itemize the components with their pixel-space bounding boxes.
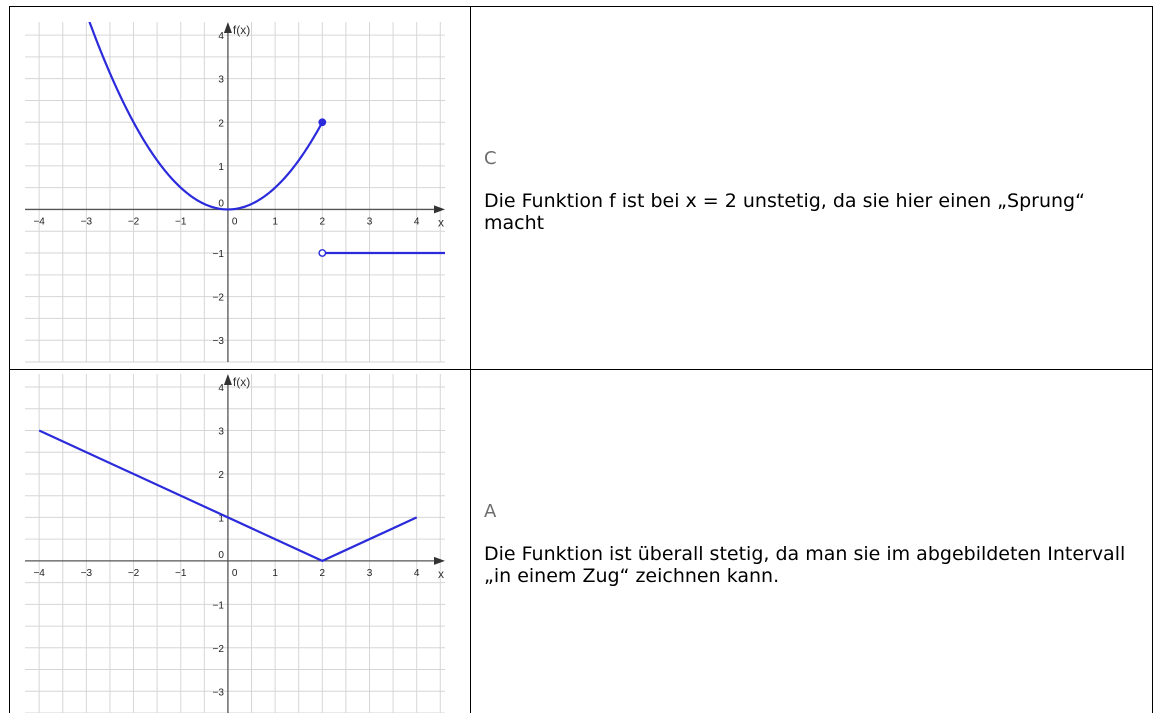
exercise-table: −4 −3 −2 −1 0 1 2 3 4 −3 −2 −1 1 2 3 4 0 x f(x) C Die Funk… bbox=[9, 6, 1153, 713]
graph-1-svg: −4 −3 −2 −1 0 1 2 3 4 −3 −2 −1 1 2 3 4 0 x f(x) bbox=[25, 22, 445, 363]
x-tick-label: 1 bbox=[272, 216, 278, 227]
x-tick-label: −1 bbox=[175, 568, 187, 579]
x-tick-label: −3 bbox=[81, 216, 93, 227]
x-tick-label: 3 bbox=[367, 568, 373, 579]
y-tick-label: −3 bbox=[213, 687, 225, 698]
x-axis-arrow bbox=[434, 205, 445, 214]
y-tick-label: −3 bbox=[213, 336, 225, 347]
x-axis-label: x bbox=[438, 215, 444, 229]
table-column-divider bbox=[470, 6, 471, 713]
table-top-border bbox=[9, 6, 1153, 7]
y-tick-label-zero: 0 bbox=[218, 198, 224, 209]
y-tick-label: 2 bbox=[218, 470, 224, 481]
y-tick-label: 4 bbox=[218, 31, 224, 42]
x-axis-label: x bbox=[438, 567, 444, 581]
row-2-answer: A Die Funktion ist überall stetig, da ma… bbox=[484, 501, 1144, 587]
x-tick-label: −2 bbox=[128, 568, 140, 579]
y-axis-label: f(x) bbox=[233, 23, 250, 37]
y-tick-label: −2 bbox=[213, 644, 225, 655]
y-tick-label: 1 bbox=[218, 513, 224, 524]
y-tick-label-zero: 0 bbox=[218, 550, 224, 561]
y-axis-arrow bbox=[223, 374, 232, 385]
table-left-border bbox=[9, 6, 10, 713]
row-1-letter: C bbox=[484, 148, 497, 169]
y-tick-label: 1 bbox=[218, 162, 224, 173]
row-1-text: Die Funktion f ist bei x = 2 unstetig, d… bbox=[484, 190, 1085, 234]
y-tick-label: 3 bbox=[218, 75, 224, 86]
table-row-divider bbox=[9, 369, 1153, 370]
x-tick-label: 2 bbox=[320, 568, 326, 579]
graph-2: −4 −3 −2 −1 0 1 2 3 4 −3 −2 −1 1 2 3 4 0 x f(x) bbox=[25, 374, 445, 713]
graph-1: −4 −3 −2 −1 0 1 2 3 4 −3 −2 −1 1 2 3 4 0 x f(x) bbox=[25, 22, 445, 363]
function-graph-segment bbox=[88, 22, 324, 211]
closed-point-marker bbox=[318, 118, 327, 127]
x-tick-label: 0 bbox=[232, 568, 238, 579]
x-axis-arrow bbox=[434, 556, 445, 565]
x-tick-label: −4 bbox=[33, 568, 45, 579]
graph-2-svg: −4 −3 −2 −1 0 1 2 3 4 −3 −2 −1 1 2 3 4 0 x f(x) bbox=[25, 374, 445, 713]
y-tick-label: −1 bbox=[213, 249, 225, 260]
row-2-letter: A bbox=[484, 501, 497, 522]
x-tick-label: 3 bbox=[367, 216, 373, 227]
y-tick-label: 3 bbox=[218, 427, 224, 438]
y-tick-label: −2 bbox=[213, 293, 225, 304]
x-tick-label: 0 bbox=[232, 216, 238, 227]
y-tick-label: −1 bbox=[213, 600, 225, 611]
y-axis-arrow bbox=[223, 22, 232, 33]
open-point-marker bbox=[318, 249, 327, 257]
x-tick-label: 2 bbox=[320, 216, 326, 227]
x-tick-label: −2 bbox=[128, 216, 140, 227]
x-tick-label: 4 bbox=[414, 568, 420, 579]
function-graph-segment bbox=[38, 429, 418, 563]
row-1-answer: C Die Funktion f ist bei x = 2 unstetig,… bbox=[484, 148, 1144, 234]
x-tick-label: 4 bbox=[414, 216, 420, 227]
y-axis-label: f(x) bbox=[233, 375, 250, 389]
x-tick-label: −4 bbox=[33, 216, 45, 227]
x-tick-label: −3 bbox=[81, 568, 93, 579]
y-tick-label: 2 bbox=[218, 118, 224, 129]
x-tick-label: 1 bbox=[272, 568, 278, 579]
x-tick-label: −1 bbox=[175, 216, 187, 227]
y-tick-label: 4 bbox=[218, 383, 224, 394]
row-2-text: Die Funktion ist überall stetig, da man … bbox=[484, 543, 1126, 587]
